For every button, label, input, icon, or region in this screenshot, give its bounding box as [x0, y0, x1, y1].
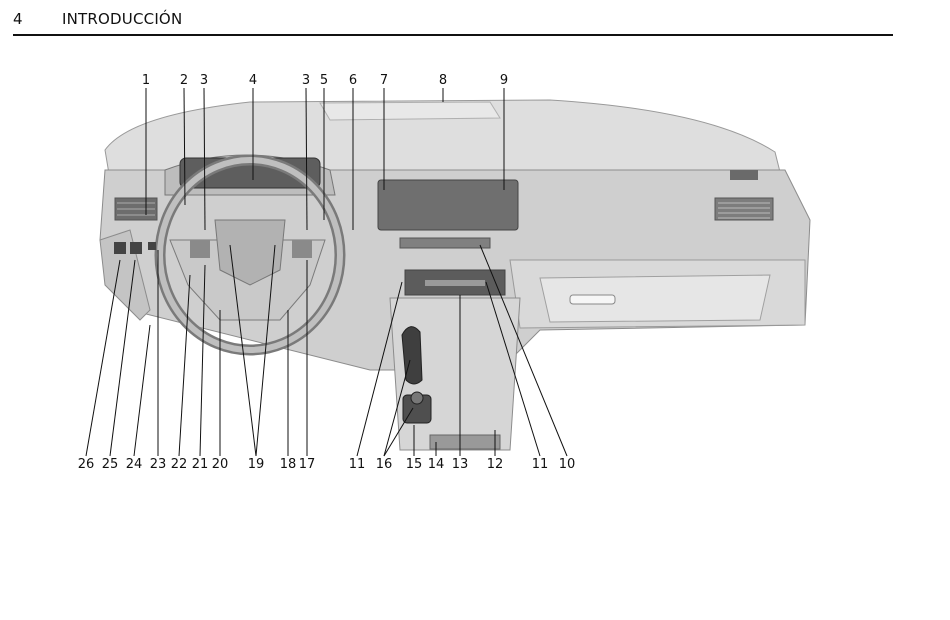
callout-9: 9 — [500, 73, 508, 88]
callout-13: 13 — [452, 457, 469, 472]
callout-10: 10 — [559, 457, 576, 472]
callout-20: 20 — [212, 457, 229, 472]
callout-14: 14 — [428, 457, 445, 472]
callout-1: 1 — [142, 73, 150, 88]
callout-11-left: 11 — [349, 457, 366, 472]
page-header: 4 INTRODUCCIÓN — [13, 8, 893, 36]
callout-5: 5 — [320, 73, 328, 88]
callout-23: 23 — [150, 457, 167, 472]
callout-3-right: 3 — [302, 73, 310, 88]
bottom-callouts: 26 25 24 23 22 21 20 19 18 17 11 16 15 1… — [78, 457, 576, 472]
section-title: INTRODUCCIÓN — [62, 10, 182, 28]
callout-17: 17 — [299, 457, 316, 472]
callout-2: 2 — [180, 73, 188, 88]
callout-16: 16 — [376, 457, 393, 472]
top-callouts: 1 2 3 4 3 5 6 7 8 9 — [142, 73, 508, 88]
callout-21: 21 — [192, 457, 209, 472]
dashboard-drawing — [100, 100, 810, 450]
dashboard-illustration: 1 2 3 4 3 5 6 7 8 9 26 25 24 23 22 21 20… — [70, 70, 830, 480]
callout-6: 6 — [349, 73, 357, 88]
page-number: 4 — [13, 10, 23, 28]
callout-18: 18 — [280, 457, 297, 472]
callout-11-right: 11 — [532, 457, 549, 472]
callout-12: 12 — [487, 457, 504, 472]
callout-4: 4 — [249, 73, 257, 88]
callout-22: 22 — [171, 457, 188, 472]
callout-25: 25 — [102, 457, 119, 472]
callout-8: 8 — [439, 73, 447, 88]
callout-26: 26 — [78, 457, 95, 472]
callout-19: 19 — [248, 457, 265, 472]
callout-15: 15 — [406, 457, 423, 472]
callout-3: 3 — [200, 73, 208, 88]
callout-24: 24 — [126, 457, 143, 472]
callout-7: 7 — [380, 73, 388, 88]
